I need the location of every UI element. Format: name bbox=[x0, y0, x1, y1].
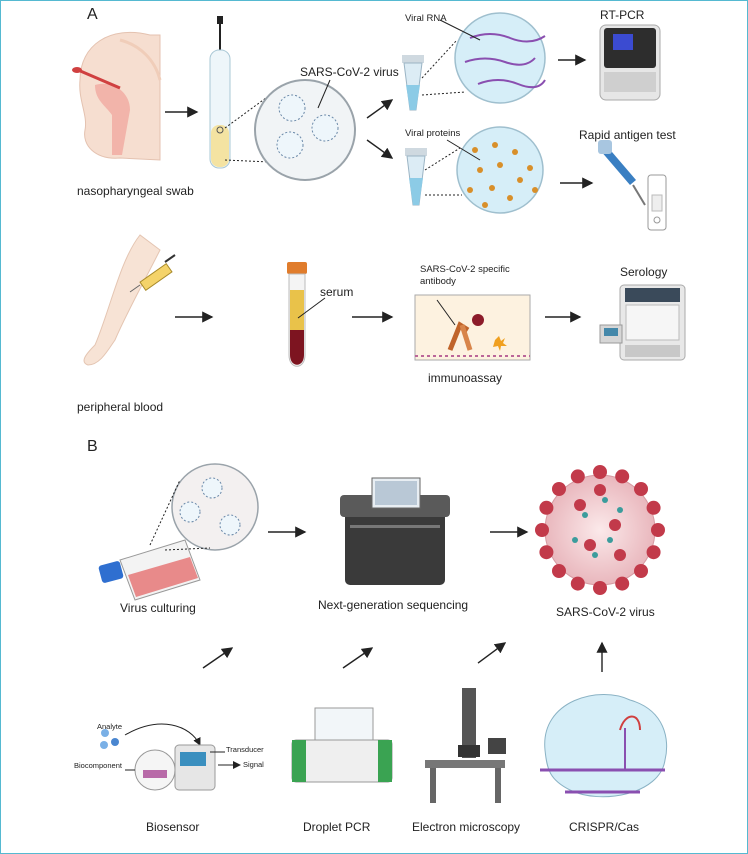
serum-tube-illustration bbox=[287, 262, 307, 367]
label-rtpcr: RT-PCR bbox=[600, 8, 645, 22]
label-viral-rna: Viral RNA bbox=[405, 13, 447, 24]
virus-zoom-circle bbox=[254, 79, 356, 181]
virus-spike bbox=[614, 549, 626, 561]
virus-spike bbox=[651, 523, 665, 537]
syringe-illustration bbox=[129, 254, 176, 293]
virus-spike bbox=[615, 576, 630, 591]
virus-spike bbox=[646, 545, 661, 560]
arrow-to-rna bbox=[366, 99, 394, 119]
label-ngs: Next-generation sequencing bbox=[318, 598, 469, 612]
rapid-test-illustration bbox=[598, 140, 667, 231]
rtpcr-machine-illustration bbox=[599, 24, 661, 101]
label-transducer: Transducer bbox=[226, 745, 264, 754]
crispr-cas-illustration bbox=[540, 693, 668, 798]
label-analyte: Analyte bbox=[97, 722, 123, 731]
protein-zoom-line-top bbox=[424, 147, 461, 171]
protein-label-pointer bbox=[446, 139, 481, 161]
zoom-line-bottom bbox=[224, 159, 271, 163]
virus-spikes bbox=[535, 465, 665, 595]
virus-spike bbox=[574, 499, 586, 511]
protein-tube-illustration bbox=[405, 148, 427, 206]
virus-spike bbox=[551, 481, 566, 496]
rna-zoom-line-top bbox=[421, 39, 458, 79]
virus-spike bbox=[570, 469, 585, 484]
culture-viruses bbox=[179, 477, 241, 536]
droplet-pcr-illustration bbox=[291, 707, 393, 783]
label-antibody-line2: antibody bbox=[420, 276, 456, 287]
arm-illustration bbox=[83, 234, 161, 366]
panel-a-label: A bbox=[87, 6, 98, 23]
arrow-biosensor-up bbox=[202, 647, 234, 669]
antibody-label-pointer bbox=[436, 299, 456, 326]
serum-label-pointer bbox=[297, 297, 326, 319]
label-crispr-cas: CRISPR/Cas bbox=[569, 820, 640, 834]
zoom-line-top bbox=[224, 94, 271, 129]
label-viral-proteins: Viral proteins bbox=[405, 128, 461, 139]
rna-tube-illustration bbox=[402, 55, 424, 111]
head-profile-illustration bbox=[79, 31, 162, 161]
rna-zoom-circle bbox=[454, 12, 546, 104]
label-signal: Signal bbox=[243, 760, 264, 769]
virus-spike bbox=[634, 564, 649, 579]
label-immunoassay: immunoassay bbox=[428, 371, 503, 385]
virus-spike bbox=[593, 581, 607, 595]
label-biosensor: Biosensor bbox=[146, 820, 200, 834]
rna-label-pointer bbox=[439, 19, 481, 41]
virus-surface-dots bbox=[572, 497, 623, 558]
label-sars-cov-2-virus-a: SARS-CoV-2 virus bbox=[300, 65, 399, 79]
culture-flask-illustration bbox=[98, 539, 201, 601]
arrow-ddpcr-up bbox=[342, 647, 374, 669]
biosensor-illustration bbox=[100, 723, 241, 791]
label-sars-cov-2-virus-b: SARS-CoV-2 virus bbox=[556, 605, 655, 619]
virus-spike bbox=[539, 545, 554, 560]
label-antibody-line1: SARS-CoV-2 specific bbox=[420, 264, 510, 275]
protein-zoom-circle bbox=[456, 126, 544, 214]
label-rapid-antigen-test: Rapid antigen test bbox=[579, 128, 676, 142]
swab-stick-illustration bbox=[72, 67, 121, 90]
immunoassay-well-illustration bbox=[414, 294, 531, 361]
label-biocomponent: Biocomponent bbox=[74, 761, 122, 770]
virus-spike bbox=[593, 465, 607, 479]
label-serology: Serology bbox=[620, 265, 668, 279]
culture-zoom-line-bottom bbox=[164, 547, 211, 551]
virus-spike bbox=[570, 576, 585, 591]
virus-spike bbox=[615, 469, 630, 484]
rna-zoom-line-bottom bbox=[421, 91, 466, 96]
virus-spike bbox=[634, 481, 649, 496]
rna-strands bbox=[464, 33, 546, 89]
virus-spike bbox=[551, 564, 566, 579]
serology-analyzer-illustration bbox=[599, 284, 686, 361]
virus-spike bbox=[646, 500, 661, 515]
electron-microscope-illustration bbox=[425, 688, 506, 803]
arrow-to-proteins bbox=[366, 139, 394, 159]
label-virus-culturing: Virus culturing bbox=[120, 601, 196, 615]
virus-label-pointer bbox=[317, 79, 331, 109]
virus-spike bbox=[539, 500, 554, 515]
label-droplet-pcr: Droplet PCR bbox=[303, 820, 371, 834]
label-nasopharyngeal-swab: nasopharyngeal swab bbox=[77, 184, 194, 198]
arrow-em-up bbox=[477, 642, 507, 664]
virus-spike bbox=[584, 539, 596, 551]
label-serum: serum bbox=[320, 285, 354, 299]
protein-dots bbox=[467, 142, 538, 208]
ngs-sequencer-illustration bbox=[340, 477, 450, 585]
virus-spike bbox=[609, 519, 621, 531]
label-electron-microscopy: Electron microscopy bbox=[412, 820, 521, 834]
virus-spike bbox=[594, 484, 606, 496]
sample-tube-illustration bbox=[209, 16, 231, 169]
panel-b-label: B bbox=[87, 438, 98, 455]
virus-spike bbox=[535, 523, 549, 537]
label-peripheral-blood: peripheral blood bbox=[77, 400, 164, 414]
